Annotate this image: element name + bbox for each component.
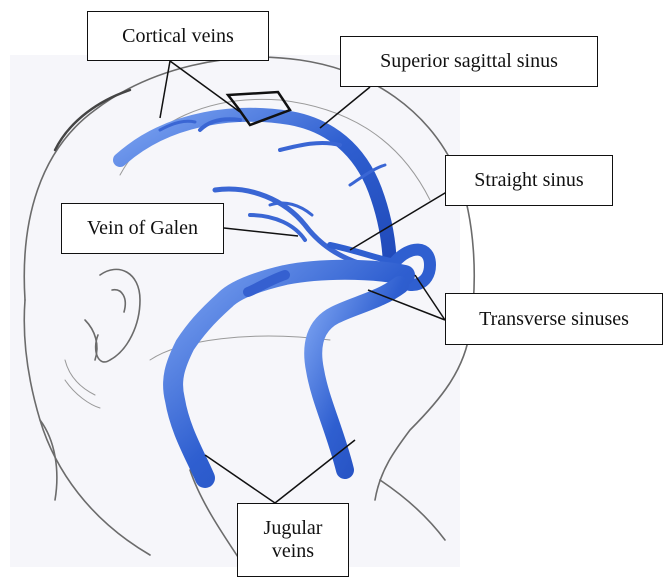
label-superior-sagittal-sinus: Superior sagittal sinus <box>340 36 598 87</box>
jugular-line-2: veins <box>264 540 323 563</box>
label-straight-sinus: Straight sinus <box>445 155 613 206</box>
jugular-line-1: Jugular <box>264 517 323 540</box>
label-vein-of-galen: Vein of Galen <box>61 203 224 254</box>
illustration-background <box>10 55 460 567</box>
label-cortical-veins: Cortical veins <box>87 11 269 61</box>
label-transverse-sinuses: Transverse sinuses <box>445 293 663 345</box>
label-jugular-veins: Jugular veins <box>237 503 349 577</box>
